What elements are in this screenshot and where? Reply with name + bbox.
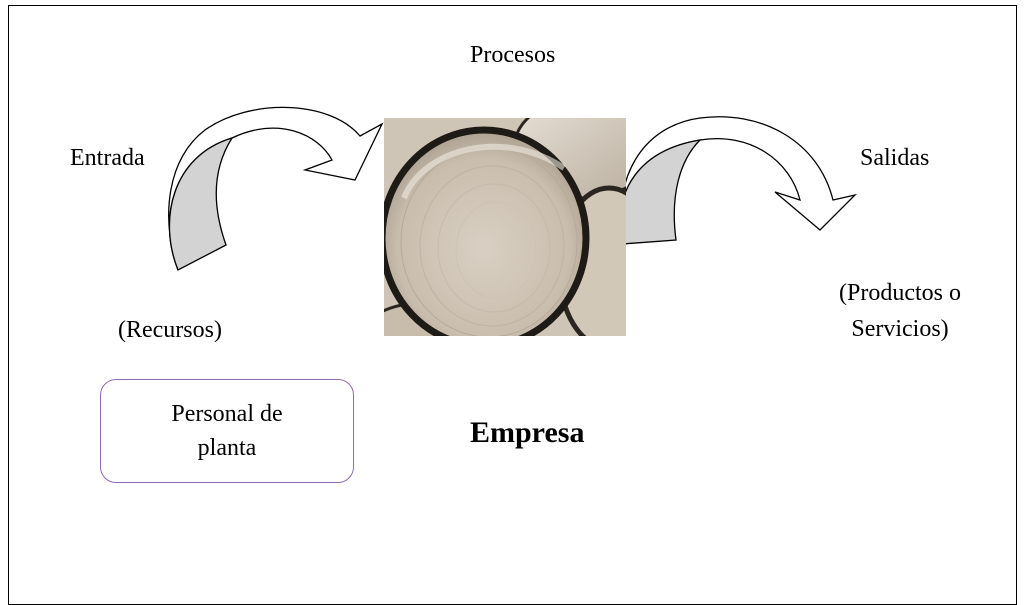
entrada-label: Entrada xyxy=(70,145,145,171)
input-arrow-icon xyxy=(168,106,384,271)
salidas-label: Salidas xyxy=(860,145,930,171)
productos-label: (Productos o Servicios) xyxy=(839,280,961,342)
personal-box: Personal de planta xyxy=(100,379,354,483)
personal-box-text: Personal de planta xyxy=(171,401,283,461)
procesos-label: Procesos xyxy=(470,42,556,68)
flow-arrows xyxy=(168,106,858,271)
empresa-label: Empresa xyxy=(470,416,585,449)
output-arrow-icon xyxy=(619,116,858,245)
pipes-image xyxy=(384,118,626,336)
recursos-label: (Recursos) xyxy=(118,317,222,343)
